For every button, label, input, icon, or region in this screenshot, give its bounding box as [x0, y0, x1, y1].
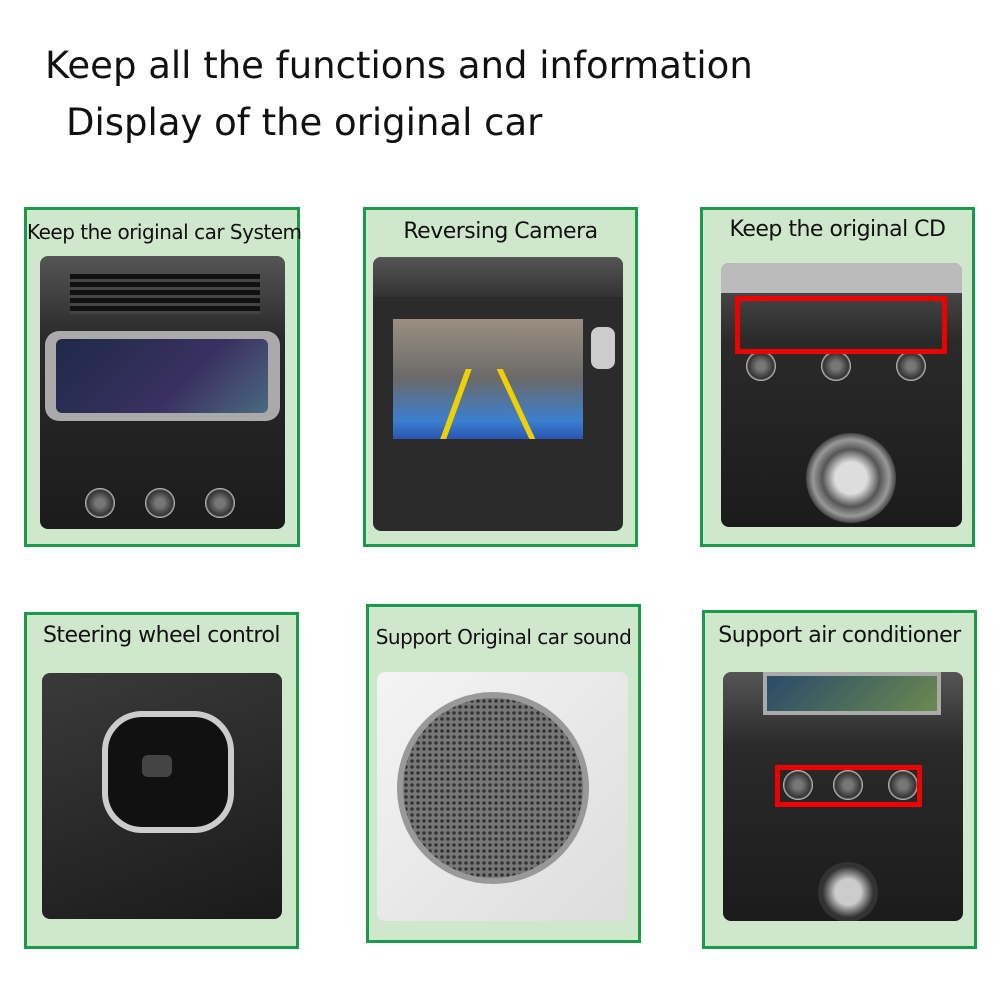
panel-title: Support Original car sound	[375, 625, 632, 649]
feature-panel-car-system: Keep the original car System	[24, 207, 302, 547]
steering-wheel-buttons-photo	[42, 673, 282, 919]
panel-title: Keep the original CD	[729, 217, 946, 242]
heading-line-2: Display of the original car	[66, 101, 543, 144]
feature-panel-air-conditioner: Support air conditioner	[702, 610, 977, 949]
reversing-camera-view-photo	[373, 257, 623, 531]
panel-title: Steering wheel control	[42, 623, 281, 648]
climate-control-photo	[723, 672, 963, 921]
feature-panel-steering-wheel: Steering wheel control	[24, 612, 299, 949]
door-speaker-photo	[377, 672, 628, 921]
feature-panel-original-cd: Keep the original CD	[700, 207, 975, 547]
panel-title: Support air conditioner	[718, 623, 961, 648]
heading-line-1: Keep all the functions and information	[45, 44, 753, 87]
ac-highlight-box	[775, 765, 922, 807]
feature-panel-car-sound: Support Original car sound	[366, 604, 641, 943]
feature-panel-reversing-camera: Reversing Camera	[363, 207, 638, 547]
cd-panel-photo	[721, 263, 962, 527]
cd-highlight-box	[735, 296, 947, 354]
panel-title: Reversing Camera	[403, 219, 598, 244]
car-infotainment-screen-photo	[40, 256, 285, 529]
panel-title: Keep the original car System	[27, 220, 302, 244]
